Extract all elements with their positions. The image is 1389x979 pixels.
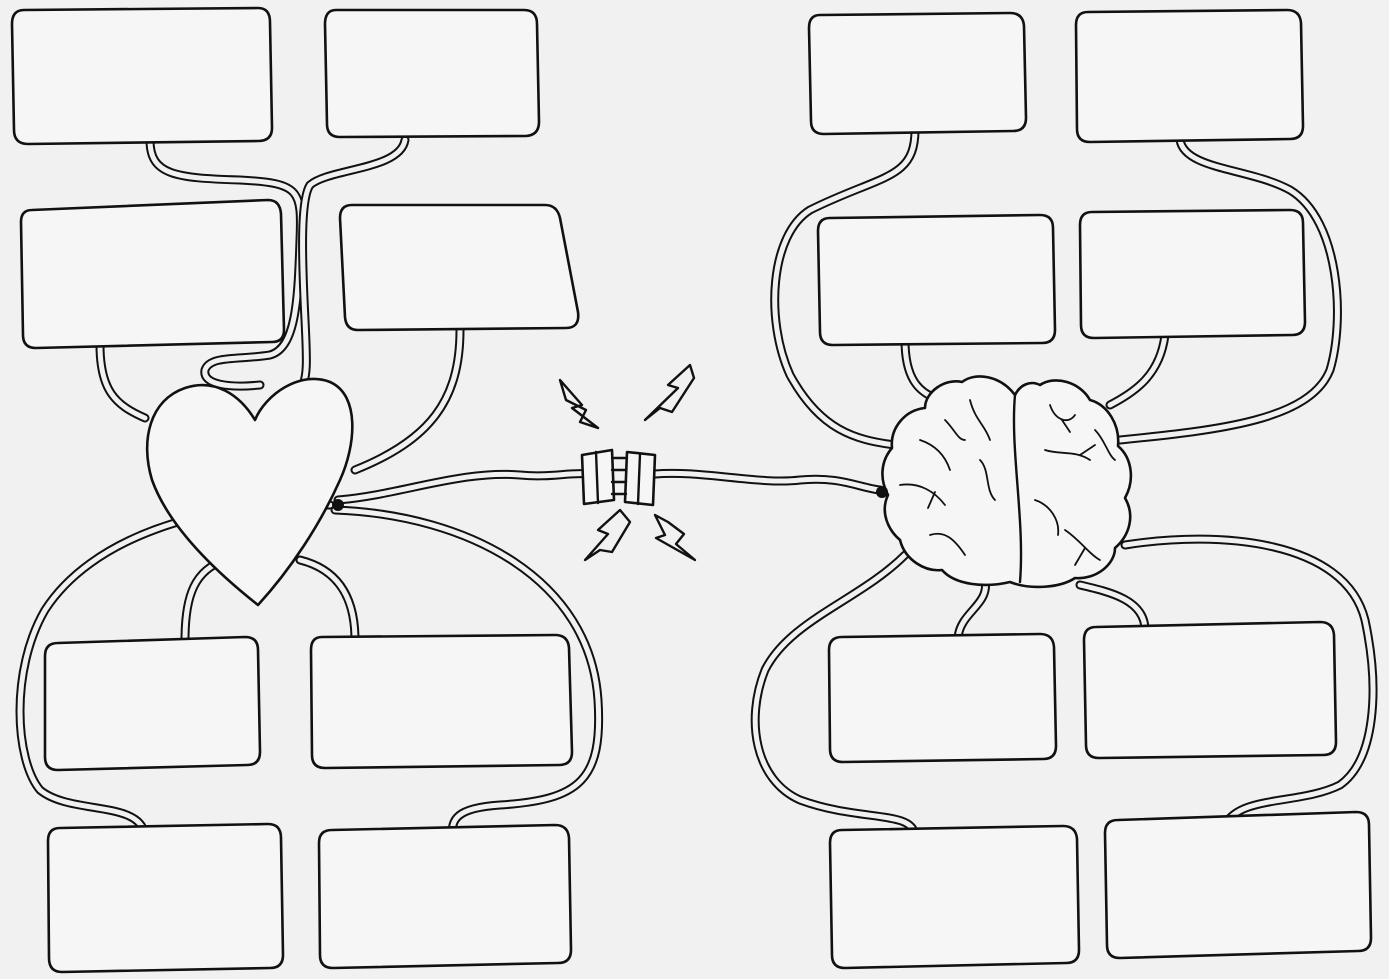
diagram-box [1105, 812, 1371, 958]
cable-h4 [355, 330, 460, 470]
diagram-box [340, 205, 578, 330]
diagram-box [818, 215, 1055, 345]
heart-socket-dot [332, 499, 344, 511]
cable-b4 [1110, 335, 1165, 405]
diagram-box [1080, 210, 1305, 338]
diagram-box [45, 637, 260, 770]
lightning-bolt-icon [655, 515, 695, 560]
diagram-box [21, 200, 284, 348]
lightning-bolt-icon [645, 365, 694, 420]
diagram-box [1076, 10, 1303, 142]
diagram-box [325, 10, 539, 137]
brain-icon [876, 376, 1131, 586]
diagram-box [1084, 622, 1336, 758]
cable-h6 [300, 560, 355, 640]
cable-heart-to-connector [338, 474, 588, 500]
diagram-box [48, 824, 283, 972]
cable-b6 [1080, 585, 1145, 630]
diagram-box [829, 634, 1056, 762]
cable-b5 [958, 580, 986, 638]
lightning-bolt-icon [585, 510, 630, 560]
diagram-box [319, 825, 571, 968]
cable-b3 [905, 340, 935, 398]
cable-h3 [100, 345, 145, 418]
diagram-box [809, 13, 1026, 134]
diagram-box [12, 8, 272, 144]
plug-connector-icon [582, 450, 655, 505]
diagram-box [830, 826, 1079, 968]
diagram-box [311, 635, 572, 768]
cable-connector-to-brain [655, 473, 880, 490]
brain-socket-dot [876, 486, 888, 498]
lightning-bolt-icon [560, 380, 598, 428]
